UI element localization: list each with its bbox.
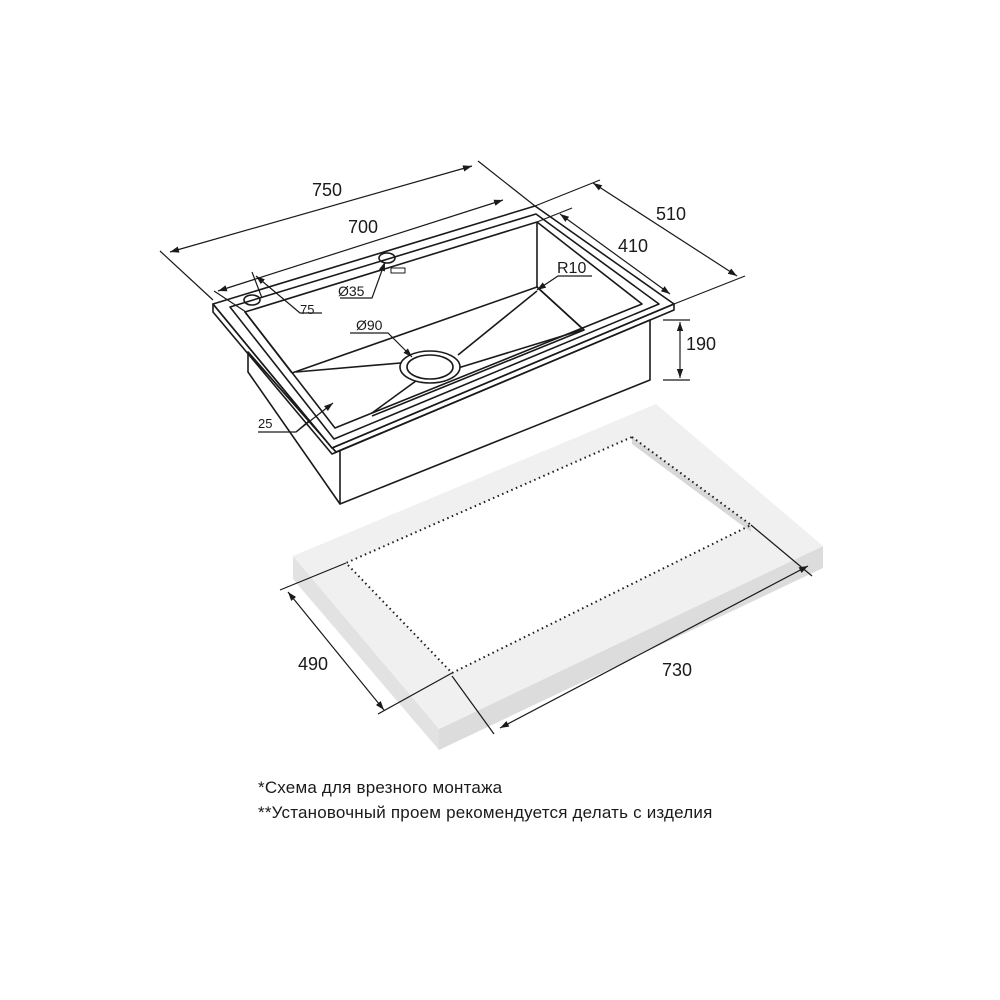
ext-75: [251, 271, 263, 299]
label-tap-hole: Ø35: [338, 283, 365, 299]
ext-490-front: [377, 672, 453, 715]
cutout-inner-wall: [632, 437, 751, 532]
fold-line-2: [295, 361, 413, 373]
fold-line-4: [457, 329, 583, 369]
label-drain: Ø90: [356, 317, 383, 333]
drain-outer: [399, 350, 461, 384]
ext-490-back: [279, 562, 347, 591]
bowl-left-wall: [244, 311, 293, 374]
fold-line-3: [371, 377, 421, 414]
ext-410-back: [536, 207, 573, 223]
dim-75: [255, 275, 322, 314]
label-rim-width: 25: [258, 416, 272, 431]
ext-750-right: [477, 160, 536, 207]
dim-700: [217, 199, 504, 292]
dim-730: [499, 565, 809, 729]
note-installation-type: *Схема для врезного монтажа: [258, 778, 503, 797]
label-depth: 190: [686, 334, 716, 354]
label-sink-width: 510: [656, 204, 686, 224]
sink-rim-thickness: [212, 303, 675, 455]
ext-510-front: [673, 275, 746, 305]
dimension-labels: 750 700 510 410 190 Ø35 Ø90 R10 75 25 49…: [258, 180, 716, 680]
drain-inner: [406, 354, 454, 380]
cutout-opening: [346, 437, 751, 673]
sink: [212, 205, 675, 505]
dimension-lines: [159, 160, 813, 735]
ext-730-left: [451, 675, 495, 735]
ext-510-back: [534, 179, 601, 207]
label-bowl-length: 700: [348, 217, 378, 237]
dim-25-tail: [295, 419, 311, 433]
label-cutout-width: 490: [298, 654, 328, 674]
leader-radius: [536, 275, 592, 291]
tap-hole-left: [243, 294, 261, 306]
leader-tap-hole: [340, 261, 386, 299]
leader-drain: [350, 332, 413, 358]
label-corner-radius: R10: [557, 260, 586, 277]
label-bowl-width: 410: [618, 236, 648, 256]
ext-700-left: [213, 290, 247, 313]
label-tap-offset: 75: [300, 302, 314, 317]
note-cutout-recommendation: **Установочный проем рекомендуется делат…: [258, 803, 713, 822]
dim-410: [559, 213, 671, 295]
fold-line-1: [457, 290, 538, 356]
label-cutout-length: 730: [662, 660, 692, 680]
ext-750-left: [159, 250, 214, 301]
dim-490: [287, 591, 385, 711]
label-sink-length: 750: [312, 180, 342, 200]
bowl-bottom-outline: [291, 286, 585, 417]
